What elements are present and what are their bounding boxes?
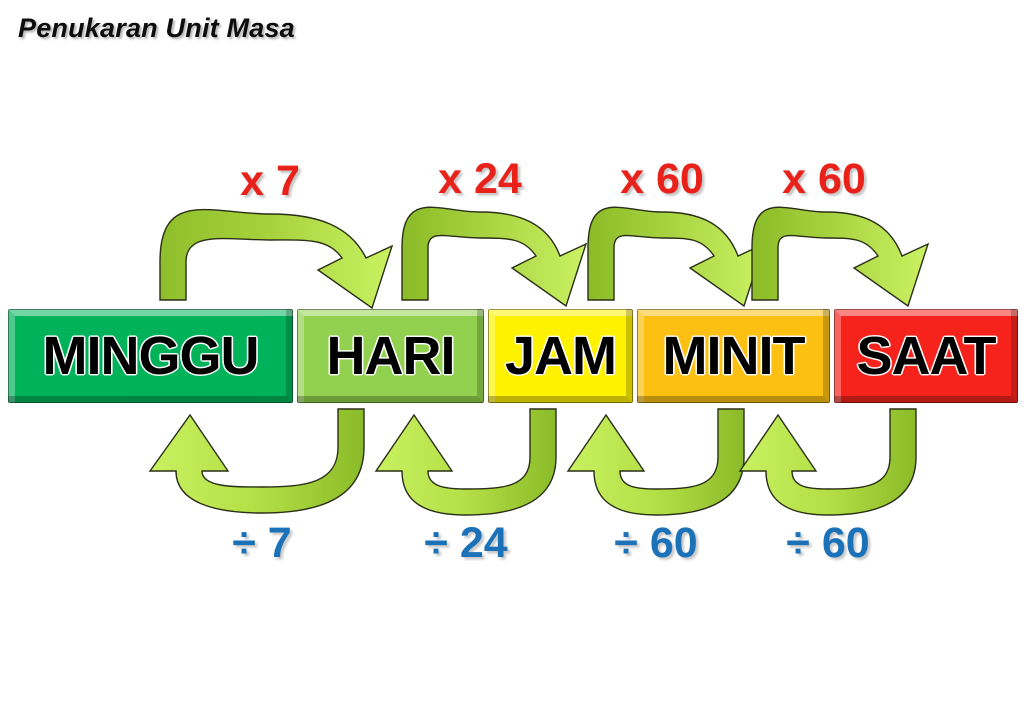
- unit-box-jam[interactable]: JAM: [488, 309, 633, 403]
- arrow-multiply-minggu-hari: [159, 208, 394, 310]
- arrow-divide-minit-jam: [566, 408, 745, 516]
- arrow-divide-jam-hari: [374, 408, 557, 516]
- multiply-label-jam-minit: x 60: [620, 155, 704, 203]
- unit-box-hari[interactable]: HARI: [297, 309, 484, 403]
- arrow-divide-hari-minggu: [148, 408, 365, 514]
- arrow-multiply-jam-minit: [587, 206, 766, 308]
- divide-label-minit-jam: ÷ 60: [614, 519, 698, 567]
- arrow-multiply-hari-jam: [401, 206, 588, 308]
- arrow-divide-saat-minit: [738, 408, 917, 516]
- multiply-arrows-layer: [159, 206, 930, 310]
- unit-box-saat[interactable]: SAAT: [834, 309, 1018, 403]
- unit-label-minggu: MINGGU: [42, 326, 260, 386]
- unit-box-minit[interactable]: MINIT: [637, 309, 830, 403]
- divide-label-jam-hari: ÷ 24: [424, 519, 508, 567]
- unit-label-hari: HARI: [326, 326, 456, 386]
- unit-box-minggu[interactable]: MINGGU: [8, 309, 293, 403]
- divide-arrows-layer: [148, 408, 917, 516]
- page-title: Penukaran Unit Masa: [18, 13, 295, 43]
- multiply-label-minggu-hari: x 7: [240, 157, 300, 205]
- arrow-multiply-minit-saat: [751, 206, 930, 308]
- unit-label-jam: JAM: [504, 326, 617, 386]
- multiply-label-hari-jam: x 24: [438, 155, 522, 203]
- divide-label-hari-minggu: ÷ 7: [232, 519, 292, 567]
- unit-label-minit: MINIT: [662, 326, 806, 386]
- divide-label-saat-minit: ÷ 60: [786, 519, 870, 567]
- unit-boxes-row: MINGGU HARI JAM MINIT SAAT: [0, 309, 1024, 403]
- multiply-label-minit-saat: x 60: [782, 155, 866, 203]
- unit-label-saat: SAAT: [856, 326, 997, 386]
